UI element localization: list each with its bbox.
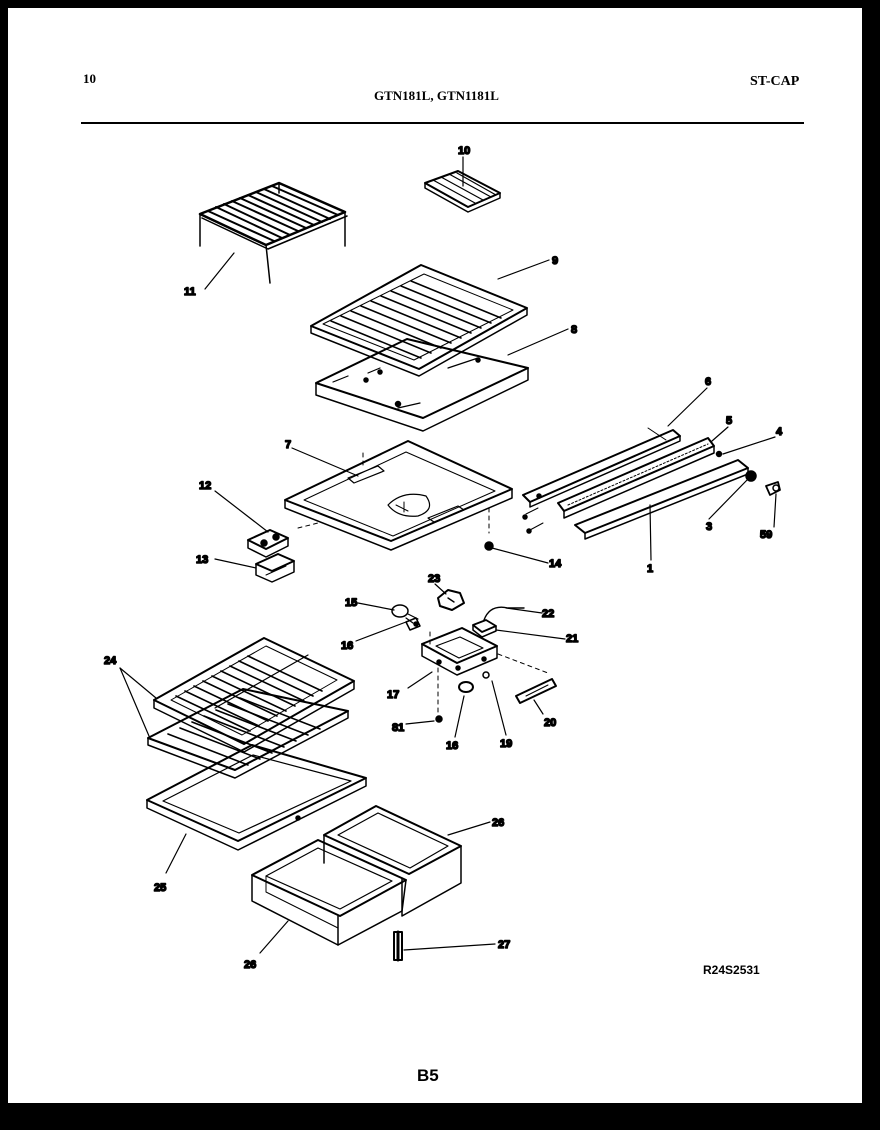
part-19-screw bbox=[482, 671, 490, 679]
part-25-cover-frame bbox=[146, 744, 367, 851]
callout-25: 25 bbox=[154, 882, 166, 894]
model-numbers: GTN181L, GTN1181L bbox=[374, 88, 499, 103]
callout-labels: 10 11 9 8 6 7 5 4 12 13 14 3 59 1 23 15 … bbox=[103, 144, 784, 972]
part-17-control-housing bbox=[421, 627, 549, 719]
callout-24: 24 bbox=[104, 655, 117, 667]
callout-22: 22 bbox=[542, 608, 554, 620]
part-5-rail bbox=[522, 437, 715, 534]
drawing-id: R24S2531 bbox=[703, 963, 760, 977]
callout-16-upper: 16 bbox=[341, 640, 353, 652]
callout-21: 21 bbox=[566, 633, 578, 645]
part-59-screw bbox=[765, 481, 781, 496]
part-26-drawer-rear bbox=[323, 805, 462, 917]
callout-23: 23 bbox=[428, 573, 440, 585]
part-26-drawer-front bbox=[251, 839, 407, 946]
part-24-shelf-lower bbox=[147, 688, 349, 779]
part-1-bar bbox=[574, 459, 749, 540]
callout-14: 14 bbox=[549, 558, 562, 570]
page-label: B5 bbox=[417, 1066, 439, 1085]
part-12-bracket bbox=[247, 522, 319, 558]
callout-19: 19 bbox=[500, 738, 512, 750]
part-9-shelf-grille bbox=[310, 264, 528, 377]
part-81-screw bbox=[435, 715, 443, 723]
callout-6: 6 bbox=[705, 376, 711, 388]
part-21-switch bbox=[472, 619, 497, 638]
callout-3: 3 bbox=[706, 521, 712, 533]
callout-9: 9 bbox=[552, 255, 558, 267]
part-11-wire-rack bbox=[198, 181, 348, 284]
part-20-lens bbox=[515, 678, 557, 704]
part-8-cover-pan bbox=[315, 338, 529, 432]
part-23-knob bbox=[437, 589, 465, 611]
callout-12: 12 bbox=[199, 480, 211, 492]
leader-lines bbox=[119, 156, 777, 954]
part-27-handle bbox=[393, 930, 403, 962]
callout-59: 59 bbox=[760, 529, 772, 541]
callout-13: 13 bbox=[196, 554, 208, 566]
callout-7: 7 bbox=[285, 439, 291, 451]
callout-20: 20 bbox=[544, 717, 556, 729]
callout-5: 5 bbox=[726, 415, 732, 427]
callout-1: 1 bbox=[647, 563, 653, 575]
header-rule bbox=[81, 122, 804, 124]
part-7-shelf-pan bbox=[284, 440, 513, 551]
callout-8: 8 bbox=[571, 324, 577, 336]
part-16-socket bbox=[405, 617, 421, 631]
exploded-view-diagram: 10 11 9 8 6 7 5 4 12 13 14 3 59 1 23 15 … bbox=[103, 144, 784, 972]
callout-81: 81 bbox=[392, 722, 404, 734]
page-number: 10 bbox=[83, 71, 96, 86]
callout-17: 17 bbox=[387, 689, 399, 701]
callout-11: 11 bbox=[184, 286, 196, 298]
callout-10: 10 bbox=[458, 145, 470, 157]
callout-26-rear: 26 bbox=[492, 817, 504, 829]
callout-27: 27 bbox=[498, 939, 510, 951]
part-6-rail bbox=[522, 427, 681, 508]
parts-diagram-sheet: 10 GTN181L, GTN1181L ST-CAP bbox=[8, 8, 862, 1103]
section-code: ST-CAP bbox=[750, 74, 800, 89]
callout-16-lower: 16 bbox=[446, 740, 458, 752]
part-4-clip bbox=[715, 450, 723, 458]
part-14-plug bbox=[484, 541, 494, 551]
part-10-small-grille bbox=[424, 170, 501, 213]
part-18-grommet bbox=[458, 681, 474, 693]
part-13-bracket bbox=[255, 553, 295, 583]
part-15-lamp bbox=[391, 604, 419, 624]
callout-4: 4 bbox=[776, 426, 783, 438]
callout-15: 15 bbox=[345, 597, 357, 609]
callout-26-front: 26 bbox=[244, 959, 256, 971]
